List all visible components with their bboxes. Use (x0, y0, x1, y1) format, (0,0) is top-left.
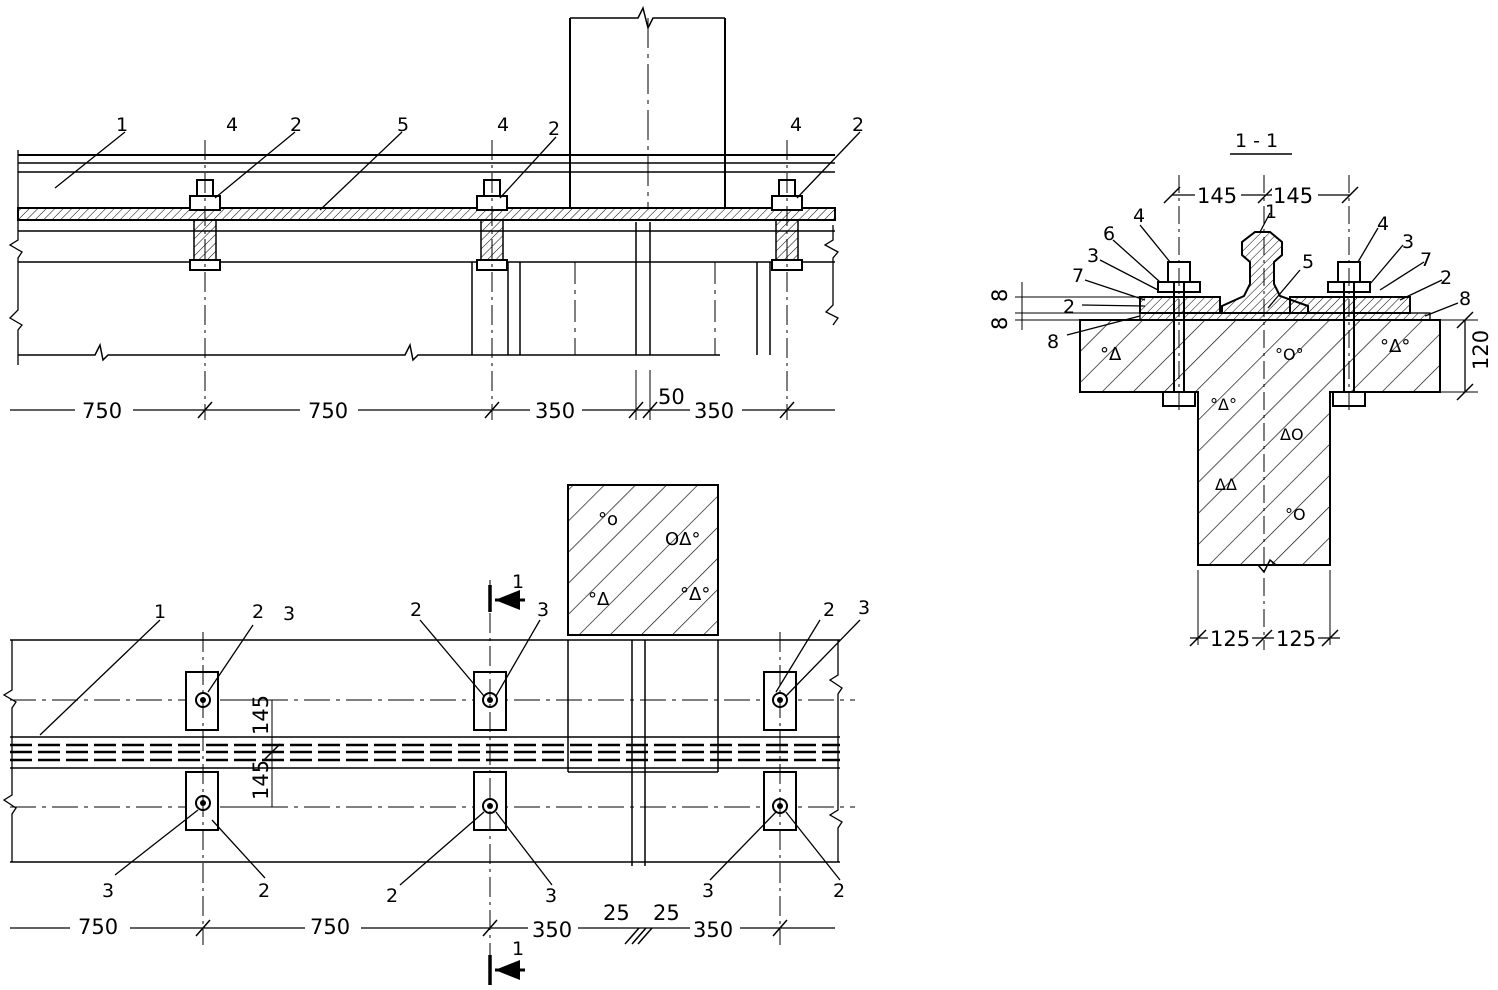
bolt-assembly (189, 140, 221, 420)
svg-text:°O°: °O° (1275, 345, 1304, 364)
svg-text:°Δ°: °Δ° (1380, 336, 1410, 357)
elevation-callout: 1 (116, 114, 128, 136)
elevation-dimension: 750 (308, 399, 348, 423)
svg-text:°Δ: °Δ (588, 589, 610, 610)
section-dimension: 125 (1210, 627, 1250, 651)
elevation-callout: 4 (226, 114, 238, 136)
bolt-plate (185, 671, 219, 731)
plan-dimension: 750 (78, 915, 118, 939)
plan-dimension: 145 (249, 760, 273, 800)
elevation-view: 1 4 2 5 4 2 4 2 750 750 350 50 350 (8, 5, 864, 423)
section-callout: 3 (1087, 245, 1099, 267)
plan-callout: 3 (702, 880, 714, 902)
section-callout: 1 (1265, 201, 1277, 223)
section-callout: 7 (1072, 265, 1084, 287)
section-mark: 1 (512, 571, 524, 593)
section-mark: 1 (512, 938, 524, 960)
svg-text:°Δ°: °Δ° (1210, 395, 1237, 414)
elevation-dimension: 350 (535, 399, 575, 423)
svg-text:°o: °o (598, 509, 618, 530)
plan-callout: 2 (258, 880, 270, 902)
svg-text:ΔΔ: ΔΔ (1215, 475, 1237, 494)
section-dimension: 120 (1469, 330, 1493, 370)
plan-dimension: 350 (693, 918, 733, 942)
section-callout: 4 (1377, 213, 1389, 235)
bolt-assembly (771, 140, 803, 420)
plan-callout: 1 (154, 601, 166, 623)
svg-text:°O: °O (1285, 505, 1306, 524)
elevation-callout: 2 (290, 114, 302, 136)
section-dimension: 8 (988, 317, 1012, 330)
section-dimension: 145 (1197, 184, 1237, 208)
section-callout: 3 (1402, 231, 1414, 253)
elevation-callout: 2 (548, 118, 560, 140)
section-callout: 8 (1459, 288, 1471, 310)
section-dimension: 125 (1276, 627, 1316, 651)
plan-callout: 2 (386, 885, 398, 907)
bolt-assembly (476, 140, 508, 420)
plan-callout: 2 (410, 599, 422, 621)
plan-callout: 3 (545, 885, 557, 907)
plan-callout: 2 (833, 880, 845, 902)
plan-dimension: 750 (310, 915, 350, 939)
plan-callout: 2 (252, 601, 264, 623)
section-callout: 4 (1133, 205, 1145, 227)
section-callout: 2 (1063, 296, 1075, 318)
elevation-dimension: 50 (658, 385, 685, 409)
plan-callout: 3 (283, 603, 295, 625)
plan-view: °o OΔ° °Δ °Δ° (2, 484, 870, 985)
svg-text:°Δ°: °Δ° (680, 584, 710, 605)
section-callout: 7 (1420, 249, 1432, 271)
plan-callout: 3 (858, 597, 870, 619)
elevation-dimension: 750 (82, 399, 122, 423)
section-callout: 5 (1302, 251, 1314, 273)
section-callout: 2 (1440, 267, 1452, 289)
section-callout: 8 (1047, 331, 1059, 353)
section-dimension: 8 (988, 289, 1012, 302)
svg-text:°Δ: °Δ (1100, 344, 1122, 365)
plan-dimension: 25 (653, 901, 680, 925)
section-view: 1 - 1 145 145 °Δ °Δ° °Δ° ΔO ΔΔ °O °O° (988, 130, 1493, 651)
elevation-callout: 5 (397, 114, 409, 136)
svg-text:ΔO: ΔO (1280, 425, 1304, 444)
elevation-callout: 2 (852, 114, 864, 136)
plan-dimension: 145 (249, 695, 273, 735)
elevation-callout: 4 (497, 114, 509, 136)
section-title: 1 - 1 (1235, 130, 1278, 152)
elevation-dimension: 350 (694, 399, 734, 423)
plan-dimension: 25 (603, 901, 630, 925)
section-callout: 6 (1103, 223, 1115, 245)
svg-text:OΔ°: OΔ° (665, 529, 700, 550)
plan-callout: 3 (102, 880, 114, 902)
section-dimension: 145 (1273, 184, 1313, 208)
elevation-callout: 4 (790, 114, 802, 136)
plan-callout: 3 (537, 599, 549, 621)
plan-dimension: 350 (532, 918, 572, 942)
plan-callout: 2 (823, 599, 835, 621)
